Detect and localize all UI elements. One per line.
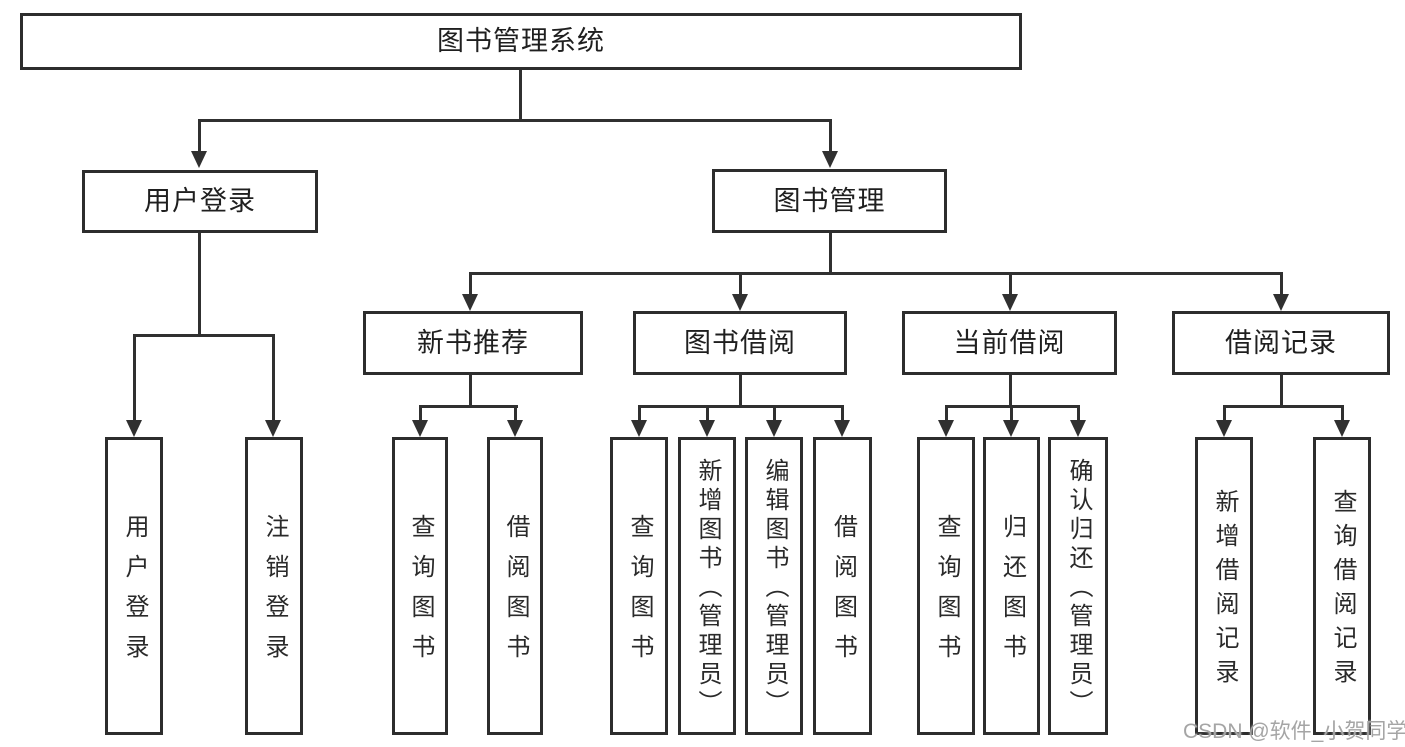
- node-label: 当前借阅: [953, 327, 1066, 358]
- connector-new-book-stem: [469, 375, 472, 408]
- arrow-down-icon: [462, 294, 478, 311]
- leaf-return-books: 归还图书: [983, 437, 1040, 735]
- connector-leaf: [1341, 405, 1344, 422]
- leaf-add-books-admin: 新增图书（管理员）: [678, 437, 736, 735]
- connector-to-book-borrowing: [739, 272, 742, 296]
- arrow-down-icon: [631, 420, 647, 437]
- arrow-down-icon: [1002, 294, 1018, 311]
- leaf-label: 用户登录: [121, 514, 148, 674]
- arrow-down-icon: [766, 420, 782, 437]
- connector-leaf: [514, 405, 517, 422]
- connector-current-borrowing-stem: [1009, 375, 1012, 408]
- leaf-label: 确认归还（管理员）: [1065, 458, 1092, 719]
- connector-to-current-borrowing: [1009, 272, 1012, 296]
- arrow-down-icon: [265, 420, 281, 437]
- connector-book-management-stem: [829, 233, 832, 275]
- leaf-label: 借阅图书: [502, 514, 529, 674]
- leaf-label: 归还图书: [998, 514, 1026, 674]
- leaf-logout-login: 注销登录: [245, 437, 303, 735]
- connector-book-borrowing-stem: [739, 375, 742, 408]
- leaf-label: 注销登录: [261, 514, 288, 674]
- leaf-label: 查询图书: [933, 514, 960, 674]
- arrow-down-icon: [1216, 420, 1232, 437]
- connector-borrowing-records-stem: [1280, 375, 1283, 408]
- node-label: 借阅记录: [1225, 327, 1337, 358]
- connector-to-leaf-user-login: [133, 334, 136, 421]
- node-new-book-recommendation: 新书推荐: [363, 311, 583, 375]
- connector-leaf: [419, 405, 422, 422]
- node-user-login: 用户登录: [82, 170, 318, 233]
- leaf-add-borrowing-record: 新增借阅记录: [1195, 437, 1253, 735]
- arrow-down-icon: [1273, 294, 1289, 311]
- connector-to-book-management: [829, 119, 832, 152]
- arrow-down-icon: [822, 151, 838, 168]
- node-borrowing-records: 借阅记录: [1172, 311, 1390, 375]
- connector-to-leaf-logout: [272, 334, 275, 421]
- leaf-search-books-current: 查询图书: [917, 437, 975, 735]
- connector-to-user-login: [198, 119, 201, 152]
- arrow-down-icon: [1003, 420, 1019, 437]
- leaf-label: 新增借阅记录: [1211, 489, 1238, 693]
- connector-leaf: [1223, 405, 1226, 422]
- leaf-search-borrowing-record: 查询借阅记录: [1313, 437, 1371, 735]
- connector-leaf: [1010, 405, 1013, 422]
- arrow-down-icon: [834, 420, 850, 437]
- leaf-label: 查询图书: [407, 514, 434, 674]
- leaf-label: 查询图书: [626, 514, 653, 674]
- node-label: 图书管理系统: [437, 26, 605, 56]
- leaf-borrow-books-recommend: 借阅图书: [487, 437, 543, 735]
- connector-leaf: [945, 405, 948, 422]
- node-library-management-system: 图书管理系统: [20, 13, 1022, 70]
- connector-leaf: [638, 405, 641, 422]
- connector-user-login-stem: [198, 233, 201, 337]
- connector-to-new-book: [469, 272, 472, 296]
- connector-book-borrowing-bar: [638, 405, 844, 408]
- leaf-edit-books-admin: 编辑图书（管理员）: [745, 437, 803, 735]
- node-book-borrowing: 图书借阅: [633, 311, 847, 375]
- connector-leaf: [841, 405, 844, 422]
- watermark: CSDN @软件_小贺同学: [1183, 720, 1405, 743]
- connector-borrowing-records-bar: [1223, 405, 1344, 408]
- arrow-down-icon: [126, 420, 142, 437]
- node-book-management: 图书管理: [712, 169, 947, 233]
- arrow-down-icon: [412, 420, 428, 437]
- leaf-user-login: 用户登录: [105, 437, 163, 735]
- connector-new-book-bar: [419, 405, 518, 408]
- node-label: 图书借阅: [684, 327, 796, 358]
- leaf-label: 查询借阅记录: [1329, 489, 1356, 693]
- node-current-borrowing: 当前借阅: [902, 311, 1117, 375]
- node-label: 图书管理: [773, 185, 886, 216]
- leaf-search-books-recommend: 查询图书: [392, 437, 448, 735]
- arrow-down-icon: [732, 294, 748, 311]
- connector-leaf: [706, 405, 709, 422]
- leaf-borrow-books-borrowing: 借阅图书: [813, 437, 872, 735]
- arrow-down-icon: [507, 420, 523, 437]
- connector-root-stem: [519, 70, 522, 121]
- leaf-confirm-return-admin: 确认归还（管理员）: [1048, 437, 1108, 735]
- connector-to-borrowing-records: [1280, 272, 1283, 296]
- connector-leaf: [1077, 405, 1080, 422]
- arrow-down-icon: [1070, 420, 1086, 437]
- arrow-down-icon: [938, 420, 954, 437]
- connector-level3-bar: [469, 272, 1283, 275]
- leaf-label: 新增图书（管理员）: [694, 458, 721, 719]
- leaf-label: 编辑图书（管理员）: [761, 458, 788, 719]
- node-label: 用户登录: [144, 186, 256, 216]
- leaf-label: 借阅图书: [829, 514, 857, 674]
- arrow-down-icon: [191, 151, 207, 168]
- node-label: 新书推荐: [417, 327, 529, 358]
- connector-user-login-bar: [133, 334, 275, 337]
- arrow-down-icon: [699, 420, 715, 437]
- leaf-search-books-borrowing: 查询图书: [610, 437, 668, 735]
- arrow-down-icon: [1334, 420, 1350, 437]
- connector-leaf: [773, 405, 776, 422]
- connector-root-bar: [198, 119, 832, 122]
